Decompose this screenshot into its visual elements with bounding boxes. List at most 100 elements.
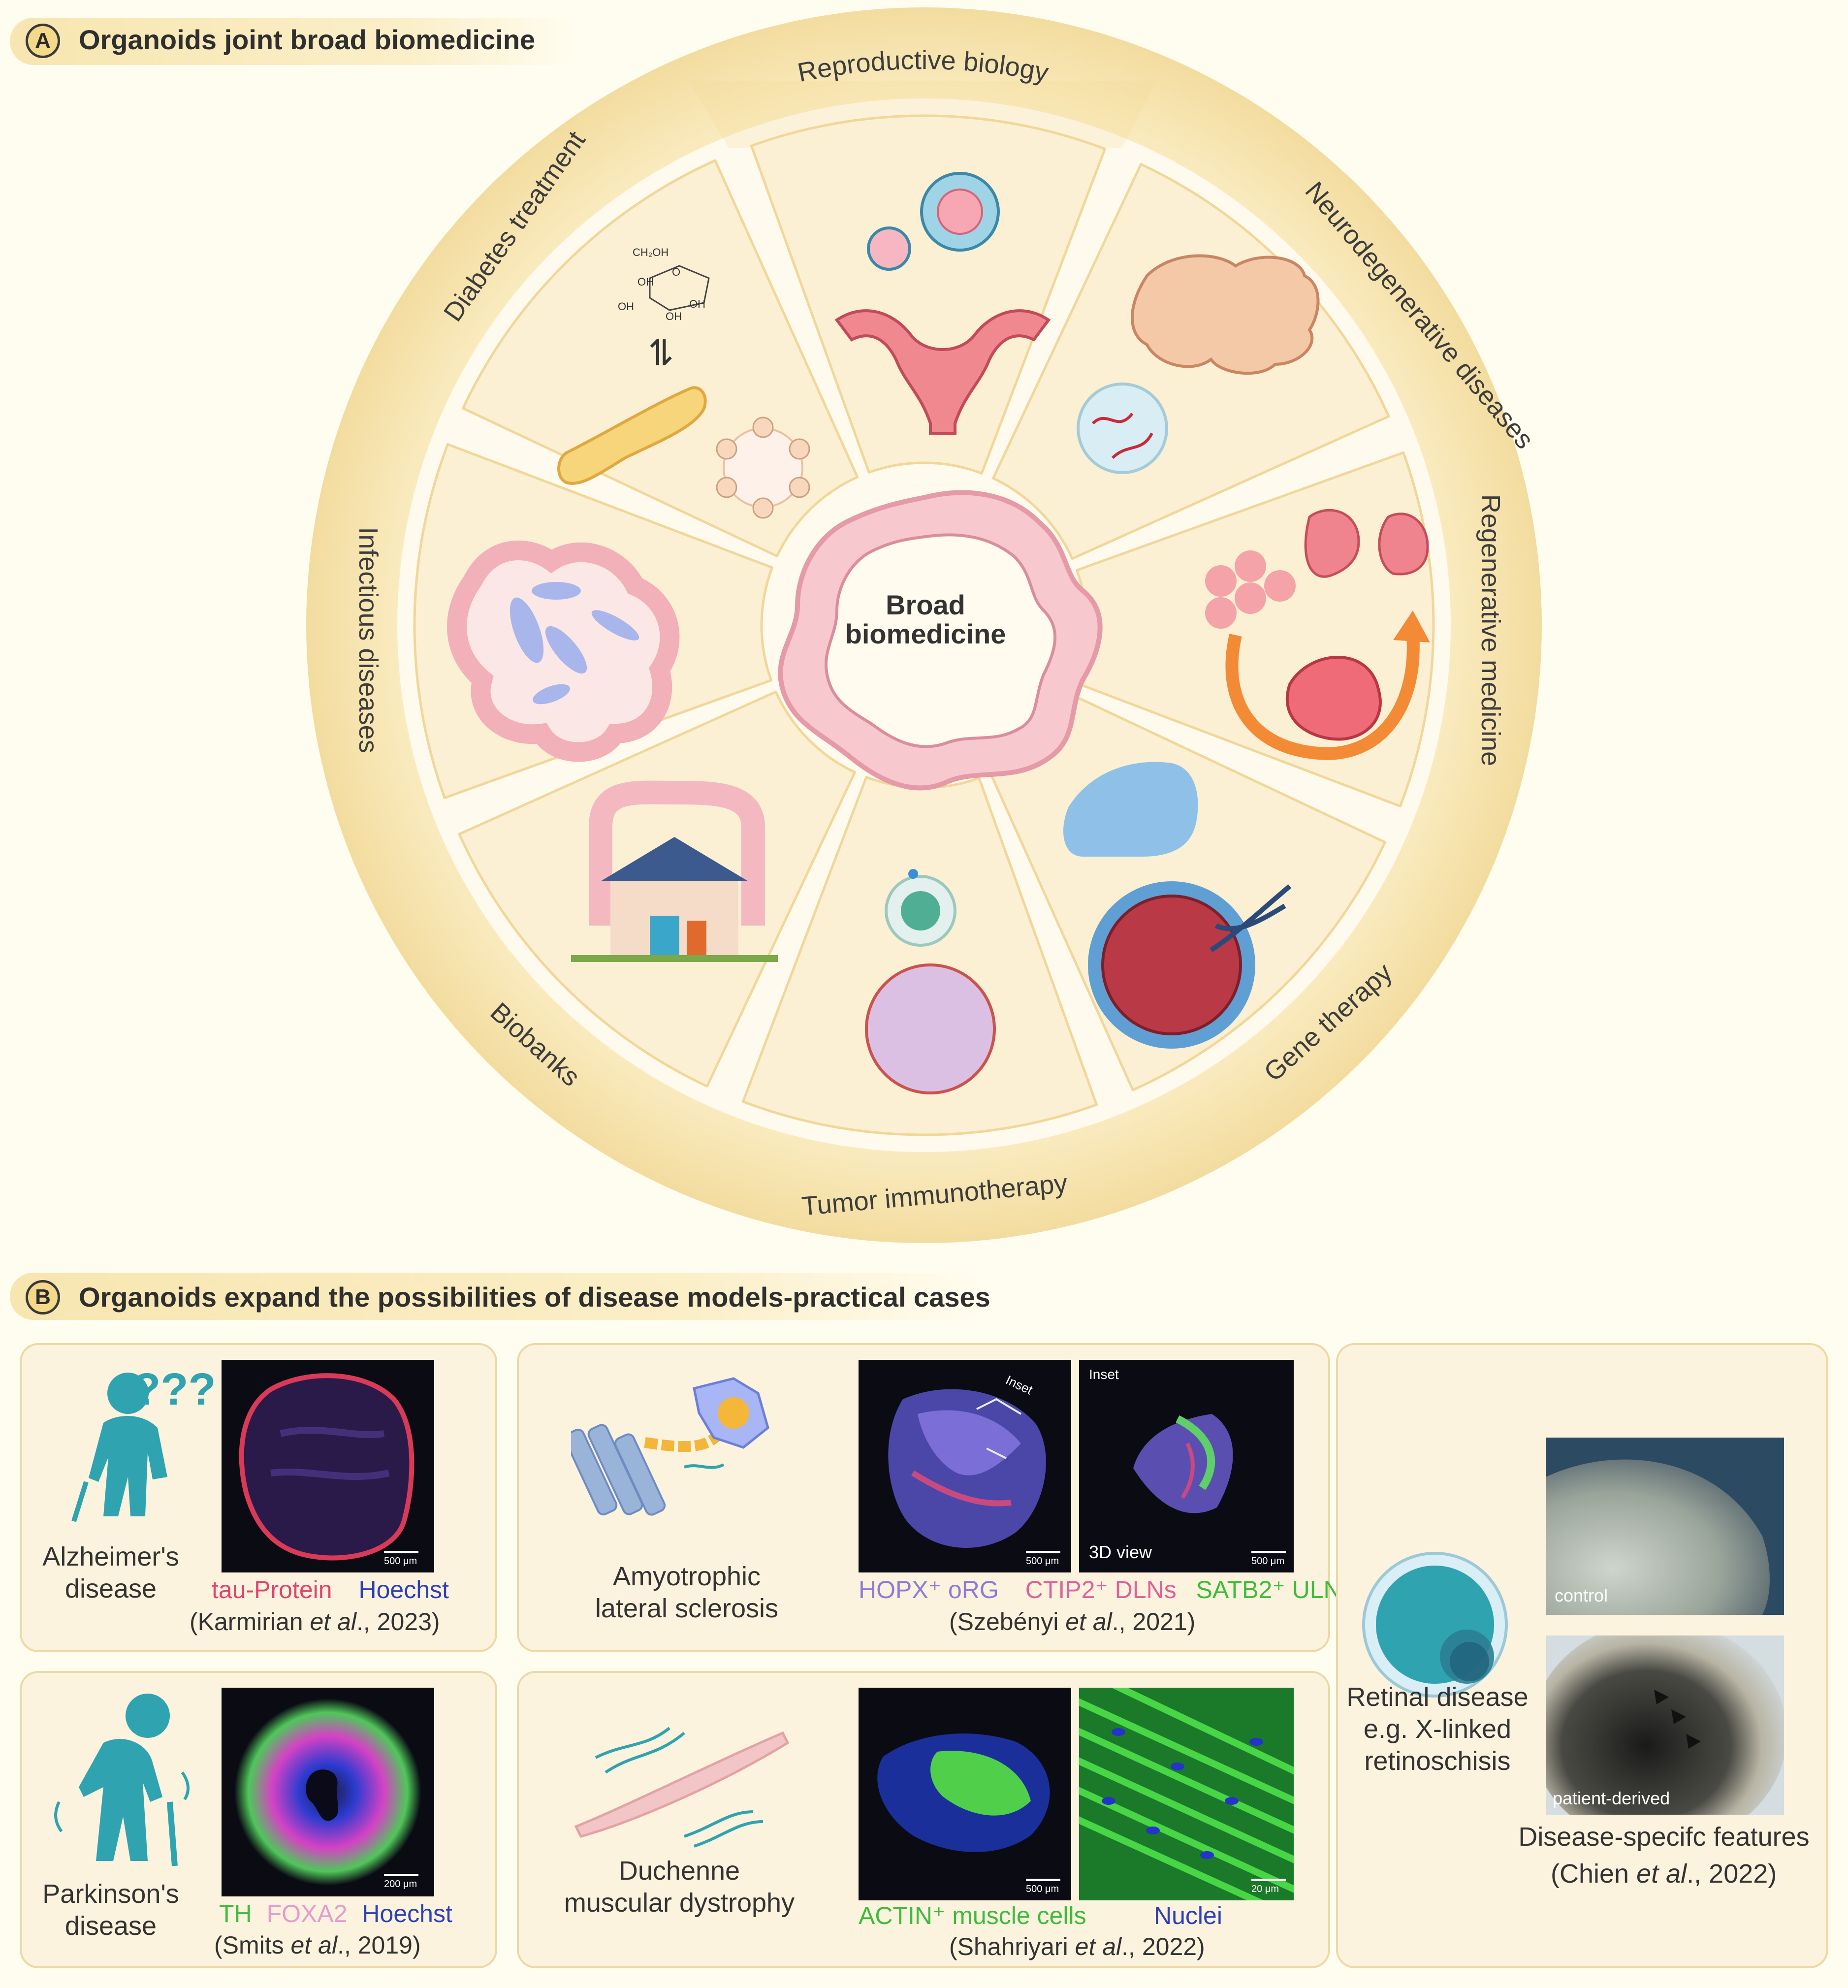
- question-marks-icon: ???: [133, 1364, 216, 1414]
- duchenne-stains: ACTIN⁺ muscle cells Nuclei: [859, 1901, 1294, 1930]
- arrowhead-marker: [1671, 1709, 1686, 1724]
- stain-actin: ACTIN⁺ muscle cells: [859, 1902, 1086, 1929]
- parkinson-person-icon: [54, 1694, 190, 1866]
- neuron-muscle-icon: [571, 1377, 769, 1516]
- retinal-control-image: control: [1546, 1438, 1784, 1615]
- scale-label: 20 μm: [1251, 1884, 1279, 1894]
- muscle-fiber-icon: [574, 1727, 790, 1848]
- arrowhead-marker: [1686, 1734, 1701, 1749]
- citation-year: ., 2021): [1112, 1608, 1196, 1635]
- stain-tau: tau-Protein: [212, 1576, 332, 1603]
- stain-th: TH: [219, 1900, 252, 1927]
- scale-label: 500 μm: [1026, 1884, 1059, 1894]
- panel-b-title-highlight: [10, 1273, 985, 1320]
- label-regenerative-medicine: Regenerative medicine: [1476, 494, 1505, 766]
- sector-tile: [750, 114, 1107, 475]
- als-stains: HOPX⁺ oRG CTIP2⁺ DLNs SATB2⁺ ULNs: [859, 1575, 1354, 1604]
- alzheimers-label-line1: Alzheimer's: [42, 1542, 179, 1571]
- scale-label: 500 μm: [1026, 1556, 1059, 1567]
- scale-bar: [1026, 1879, 1060, 1881]
- arrowhead-marker: [1654, 1690, 1669, 1704]
- als-micrograph-1: Inset 500 μm: [859, 1360, 1071, 1572]
- citation-year: ., 2022): [1687, 1859, 1777, 1889]
- scale-label: 200 μm: [384, 1879, 417, 1890]
- retinal-patient-image: patient-derived: [1546, 1635, 1784, 1815]
- citation-etal: et al: [1065, 1608, 1112, 1635]
- regenerative-icons: [1205, 509, 1430, 760]
- scale-bar: [1026, 1551, 1060, 1553]
- citation-author: (Karmirian: [190, 1608, 310, 1635]
- duchenne-micrograph-1: 500 μm: [859, 1688, 1071, 1900]
- retinal-label: Retinal disease e.g. X-linked retinoschi…: [1339, 1681, 1536, 1777]
- retinal-label-line1: Retinal disease: [1346, 1682, 1529, 1712]
- duchenne-label-line1: Duchenne: [618, 1856, 740, 1886]
- parkinsons-micrograph: 200 μm: [222, 1688, 434, 1896]
- biobank-icons: [571, 780, 778, 962]
- neuro-icons: [1077, 254, 1320, 474]
- alzheimers-micrograph: 500 μm: [222, 1360, 434, 1572]
- glucose-label-oh1: OH: [637, 276, 654, 288]
- als-label-line2: lateral sclerosis: [595, 1593, 779, 1623]
- panel-a-title-highlight: [10, 18, 576, 65]
- infectious-icons: [447, 541, 680, 762]
- als-citation: (Szebényi et al., 2021): [949, 1607, 1195, 1636]
- citation-etal: et al: [290, 1931, 338, 1959]
- equilibrium-arrow-icon: ⇌: [641, 337, 683, 367]
- glucose-label-oh3: OH: [689, 298, 705, 310]
- alzheimers-label: Alzheimer's disease: [30, 1541, 192, 1605]
- scale-bar: [384, 1551, 418, 1553]
- citation-year: ., 2022): [1121, 1933, 1205, 1960]
- center-label-line1: Broad: [886, 589, 965, 620]
- citation-author: (Smits: [214, 1931, 291, 1959]
- tumor-spheroid-icon: [865, 963, 996, 1094]
- stain-foxa2: FOXA2: [266, 1900, 348, 1927]
- citation-author: (Chien: [1551, 1859, 1637, 1889]
- als-label: Amyotrophic lateral sclerosis: [571, 1561, 802, 1625]
- parkinsons-label-line1: Parkinson's: [42, 1879, 179, 1909]
- kidney-organoid-icon: [1285, 656, 1382, 741]
- center-label: Broad biomedicine: [827, 589, 1024, 649]
- retinal-citation: (Chien et al., 2022): [1551, 1859, 1777, 1889]
- stain-nuclei: Nuclei: [1154, 1902, 1222, 1929]
- oocyte-icon: [867, 226, 911, 271]
- citation-year: ., 2023): [356, 1608, 440, 1635]
- duchenne-citation: (Shahriyari et al., 2022): [949, 1932, 1205, 1961]
- retinal-label-line2: e.g. X-linked: [1363, 1714, 1512, 1744]
- retinal-label-line3: retinoschisis: [1364, 1746, 1511, 1776]
- glucose-icon: [649, 265, 710, 311]
- control-label: control: [1555, 1585, 1608, 1605]
- duchenne-label-line2: muscular dystrophy: [564, 1888, 795, 1918]
- central-organoid: [778, 490, 1103, 791]
- biomedicine-wheel: CH₂OH OH O OH OH OH ⇌ Reproductive biolo…: [306, 7, 1542, 1243]
- pancreas-icon: [557, 386, 707, 485]
- label-infectious-diseases: Infectious diseases: [353, 527, 383, 753]
- elderly-person-icon: [71, 1373, 167, 1522]
- scale-bar: [384, 1874, 418, 1876]
- cell-cluster-icon: [1205, 550, 1296, 629]
- dna-icon: [1210, 884, 1292, 953]
- alzheimers-label-line2: disease: [64, 1573, 157, 1603]
- uterus-icon: [834, 309, 1051, 435]
- islet-icon: [716, 417, 810, 519]
- diabetes-icons: CH₂OH OH O OH OH OH ⇌: [557, 246, 810, 519]
- als-3d-view-label: 3D view: [1089, 1542, 1152, 1562]
- patient-derived-label: patient-derived: [1553, 1788, 1670, 1808]
- glucose-label-ch2oh: CH₂OH: [633, 246, 669, 258]
- parkinsons-stains: TH FOXA2 Hoechst: [219, 1899, 452, 1928]
- eye-icon: [1362, 1552, 1508, 1698]
- citation-etal: et al: [1075, 1933, 1122, 1960]
- brain-icon: [1131, 254, 1320, 375]
- glucose-label-oh2: OH: [618, 300, 634, 313]
- scale-label: 500 μm: [384, 1556, 417, 1567]
- scale-label: 500 μm: [1251, 1556, 1285, 1567]
- panel-a-title: Organoids joint broad biomedicine: [79, 24, 536, 55]
- alzheimers-stains: tau-Protein Hoechst: [212, 1575, 449, 1604]
- panel-a-badge: A: [26, 24, 60, 58]
- stain-hopx: HOPX⁺ oRG: [859, 1576, 999, 1603]
- glucose-label-oh4: OH: [666, 310, 682, 322]
- als-label-line1: Amyotrophic: [612, 1562, 761, 1591]
- citation-author: (Shahriyari: [949, 1933, 1075, 1960]
- als-inset-title: Inset: [1089, 1367, 1119, 1382]
- center-label-line2: biomedicine: [845, 618, 1006, 649]
- regeneration-arrow-icon: [1225, 634, 1420, 760]
